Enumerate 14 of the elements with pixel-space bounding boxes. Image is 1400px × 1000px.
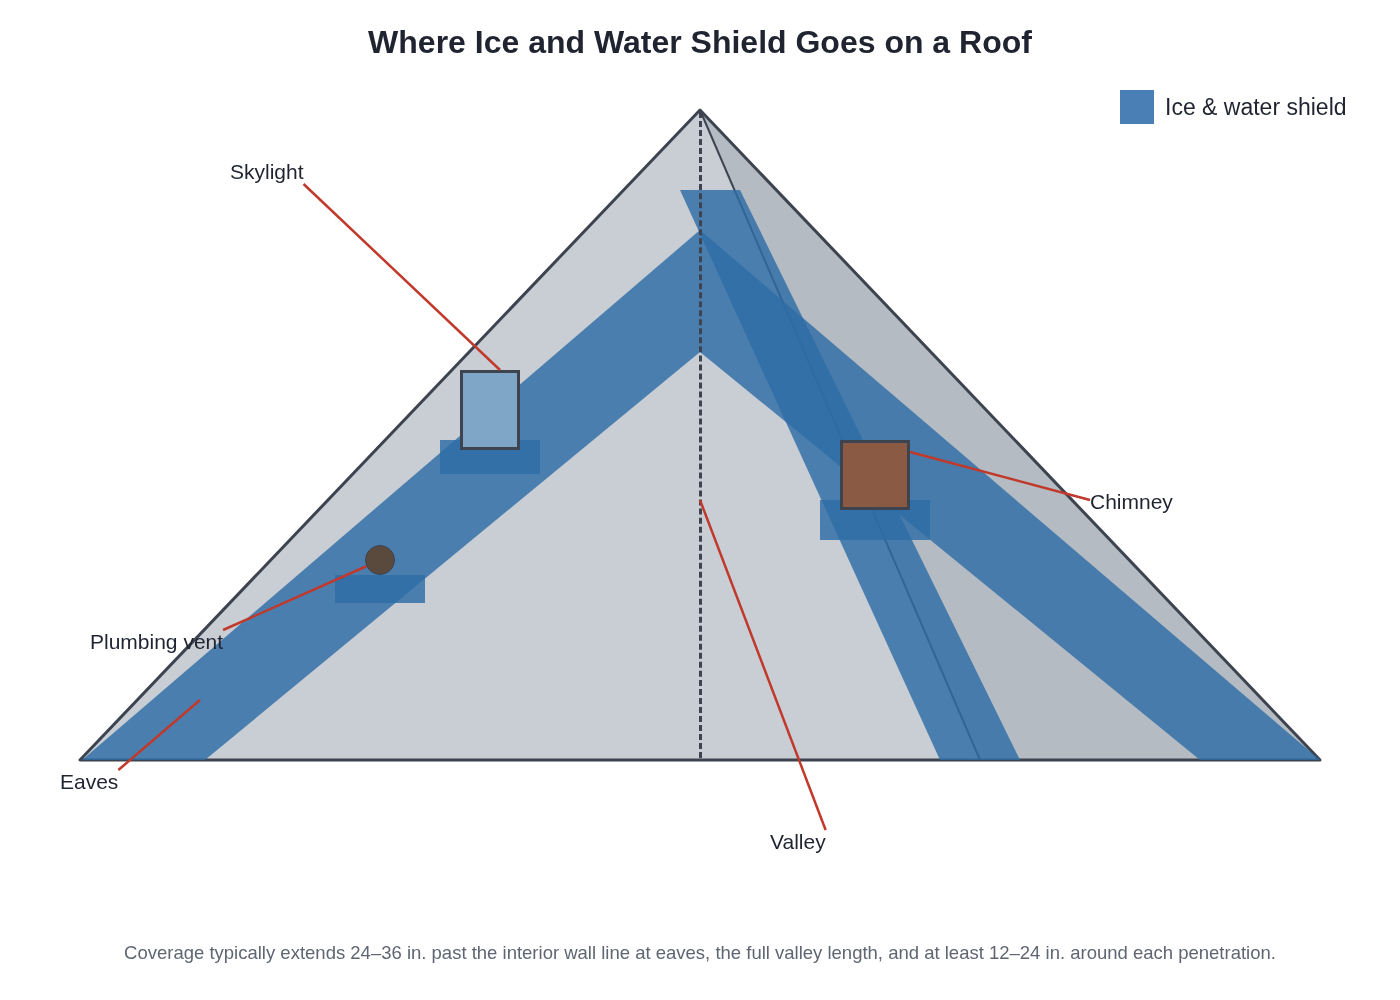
part-label: Eaves [60,770,119,794]
caption: Coverage typically extends 24–36 in. past the interior wall line at eaves, the full valley length, and at least 12–24 in. around each penetration. [123,942,1277,964]
leader-line [909,450,1091,502]
skylight-window [460,370,520,450]
part-label: Chimney [1090,490,1173,514]
part-label: Valley [770,830,826,854]
legend-label: Ice & water shield [1165,94,1347,120]
chimney [840,440,910,510]
leader-line [222,565,367,632]
center-line [698,112,702,758]
part-label: Skylight [230,160,304,184]
diagram-title: Where Ice and Water Shield Goes on a Roof [367,24,1033,61]
leader-line [698,499,827,831]
leader-line [302,183,501,371]
